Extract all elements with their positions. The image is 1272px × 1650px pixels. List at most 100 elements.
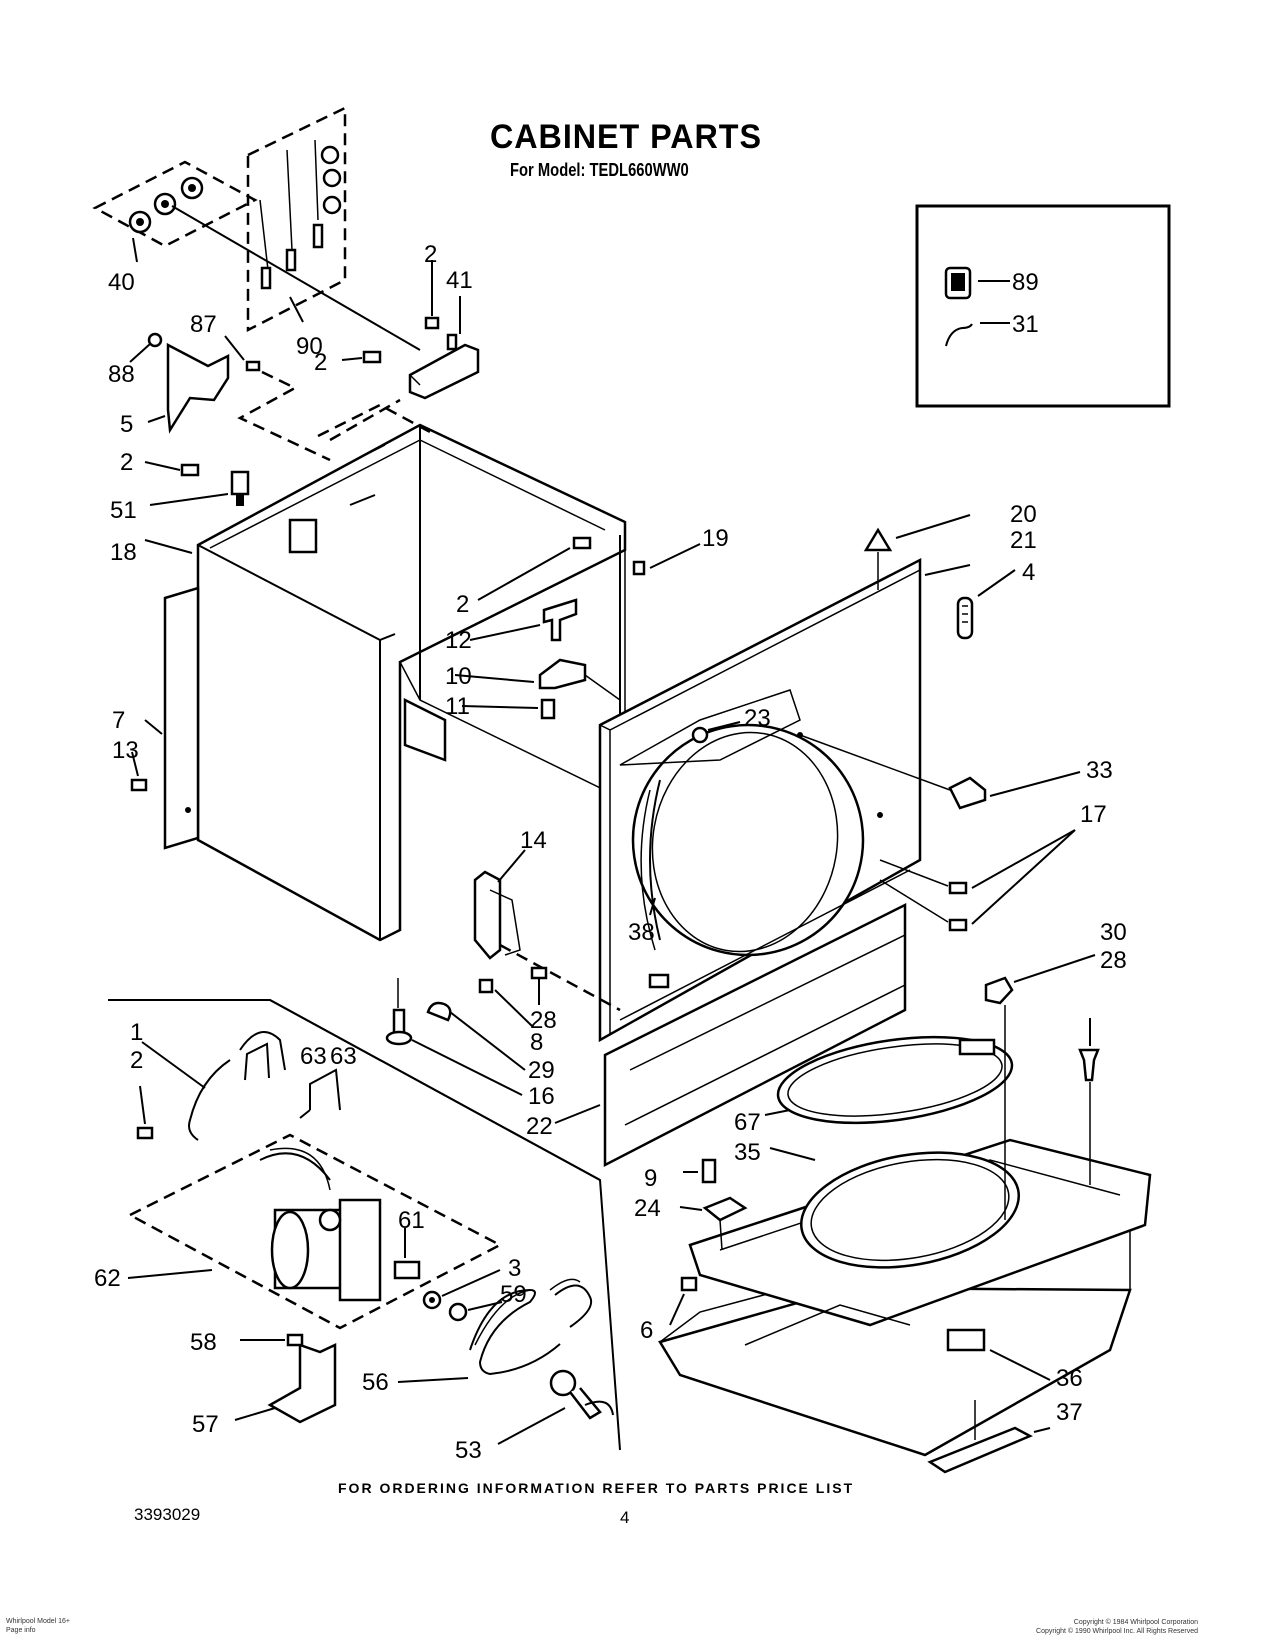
callout-11: 11 (445, 693, 470, 720)
callout-89: 89 (1012, 269, 1039, 296)
motor-62 (127, 1133, 503, 1330)
callout-40: 40 (108, 269, 135, 296)
callout-36: 36 (1056, 1365, 1083, 1392)
part-4 (956, 569, 1016, 640)
page-title: CABINET PARTS (490, 118, 762, 156)
callout-8: 8 (530, 1029, 543, 1056)
part-51 (144, 461, 250, 506)
callout-2-left: 2 (120, 449, 133, 476)
model-subtitle: For Model: TEDL660WW0 (510, 160, 689, 180)
callout-63-a: 63 (300, 1043, 327, 1070)
callout-61: 61 (398, 1207, 425, 1234)
callout-37: 37 (1056, 1399, 1083, 1426)
clip-29 (426, 1001, 526, 1071)
pulley-3 (422, 1269, 501, 1310)
callout-12: 12 (445, 627, 472, 654)
callout-63-b: 63 (330, 1043, 357, 1070)
callout-23: 23 (744, 705, 771, 732)
part-33 (799, 734, 1081, 810)
callout-88: 88 (108, 361, 135, 388)
callout-2-mid: 2 (314, 349, 327, 376)
screws-17 (879, 829, 1076, 932)
clip-24 (679, 1196, 748, 1251)
callout-20: 20 (1010, 501, 1037, 528)
callout-2-top: 2 (424, 241, 437, 268)
footer-copyright: Copyright © 1984 Whirlpool Corporation C… (1000, 1618, 1198, 1636)
document-number: 3393029 (134, 1505, 201, 1524)
footer-left-note: Whirlpool Model 16+ Page info (6, 1617, 70, 1635)
inset-part-31-icon (945, 322, 1010, 347)
screw-9 (683, 1158, 717, 1184)
callout-18: 18 (110, 539, 137, 566)
part-20 (863, 514, 971, 590)
callout-19: 19 (702, 525, 729, 552)
callout-62: 62 (94, 1265, 121, 1292)
callout-2-cabinet: 2 (456, 591, 469, 618)
page-number: 4 (620, 1508, 630, 1527)
side-panel-7 (130, 586, 200, 850)
callout-28-leg: 28 (530, 1007, 557, 1034)
callout-53: 53 (455, 1437, 482, 1464)
seal-67 (764, 1035, 1014, 1125)
inset-part-89-icon (944, 266, 1010, 300)
callout-2-base: 2 (130, 1047, 143, 1074)
callout-56: 56 (362, 1369, 389, 1396)
callout-4: 4 (1022, 559, 1035, 586)
knob-set-40 (92, 160, 421, 351)
harness-1 (136, 1031, 341, 1141)
callout-30: 30 (1100, 919, 1127, 946)
front-panel-21 (598, 557, 971, 1043)
callout-87: 87 (190, 311, 217, 338)
callout-1: 1 (130, 1019, 143, 1046)
callout-67: 67 (734, 1109, 761, 1136)
ordering-info: FOR ORDERING INFORMATION REFER TO PARTS … (338, 1480, 855, 1496)
clip-8 (478, 978, 533, 1027)
callout-22: 22 (526, 1113, 553, 1140)
callout-17: 17 (1080, 801, 1107, 828)
footer-left-line: Page info (6, 1627, 36, 1634)
footer-copyright-line: Copyright © 1984 Whirlpool Corporation (1073, 1619, 1198, 1626)
part-30 (984, 954, 1096, 1220)
callout-58: 58 (190, 1329, 217, 1356)
screw-6 (669, 1276, 698, 1326)
callout-14: 14 (520, 827, 547, 854)
footer-copyright-line: Copyright © 1990 Whirlpool Inc. All Righ… (1036, 1628, 1198, 1635)
callout-5: 5 (120, 411, 133, 438)
inset-box (915, 204, 1171, 408)
idler-53 (497, 1369, 614, 1445)
callout-9: 9 (644, 1165, 657, 1192)
callout-24: 24 (634, 1195, 661, 1222)
callout-13: 13 (112, 737, 139, 764)
callout-21: 21 (1010, 527, 1037, 554)
callout-7: 7 (112, 707, 125, 734)
hinge-14 (473, 849, 621, 1012)
foot-37 (927, 1400, 1051, 1474)
base-divider-lines (108, 999, 621, 1451)
screw-28a (530, 966, 548, 1005)
belt-56 (397, 1278, 592, 1383)
hinge-parts-12-10-11 (454, 536, 701, 720)
seal-35 (769, 1147, 1020, 1269)
callout-51: 51 (110, 497, 137, 524)
callout-41: 41 (446, 267, 473, 294)
callout-29: 29 (528, 1057, 555, 1084)
leg-16 (385, 978, 523, 1096)
callout-16: 16 (528, 1083, 555, 1110)
callout-35: 35 (734, 1139, 761, 1166)
callout-33: 33 (1086, 757, 1113, 784)
callout-10: 10 (445, 663, 472, 690)
bracket-5 (129, 332, 331, 462)
callout-6: 6 (640, 1317, 653, 1344)
callout-31: 31 (1012, 311, 1039, 338)
callout-57: 57 (192, 1411, 219, 1438)
screw-28b (1078, 1018, 1100, 1185)
control-bracket-41 (341, 260, 480, 400)
switch-set-90 (246, 106, 347, 333)
callout-59: 59 (500, 1281, 527, 1308)
toe-panel-22 (554, 902, 907, 1168)
callout-90: 90 (296, 333, 323, 360)
footer-left-line: Whirlpool Model 16+ (6, 1618, 71, 1625)
callout-38: 38 (628, 919, 655, 946)
callout-3: 3 (508, 1255, 521, 1282)
